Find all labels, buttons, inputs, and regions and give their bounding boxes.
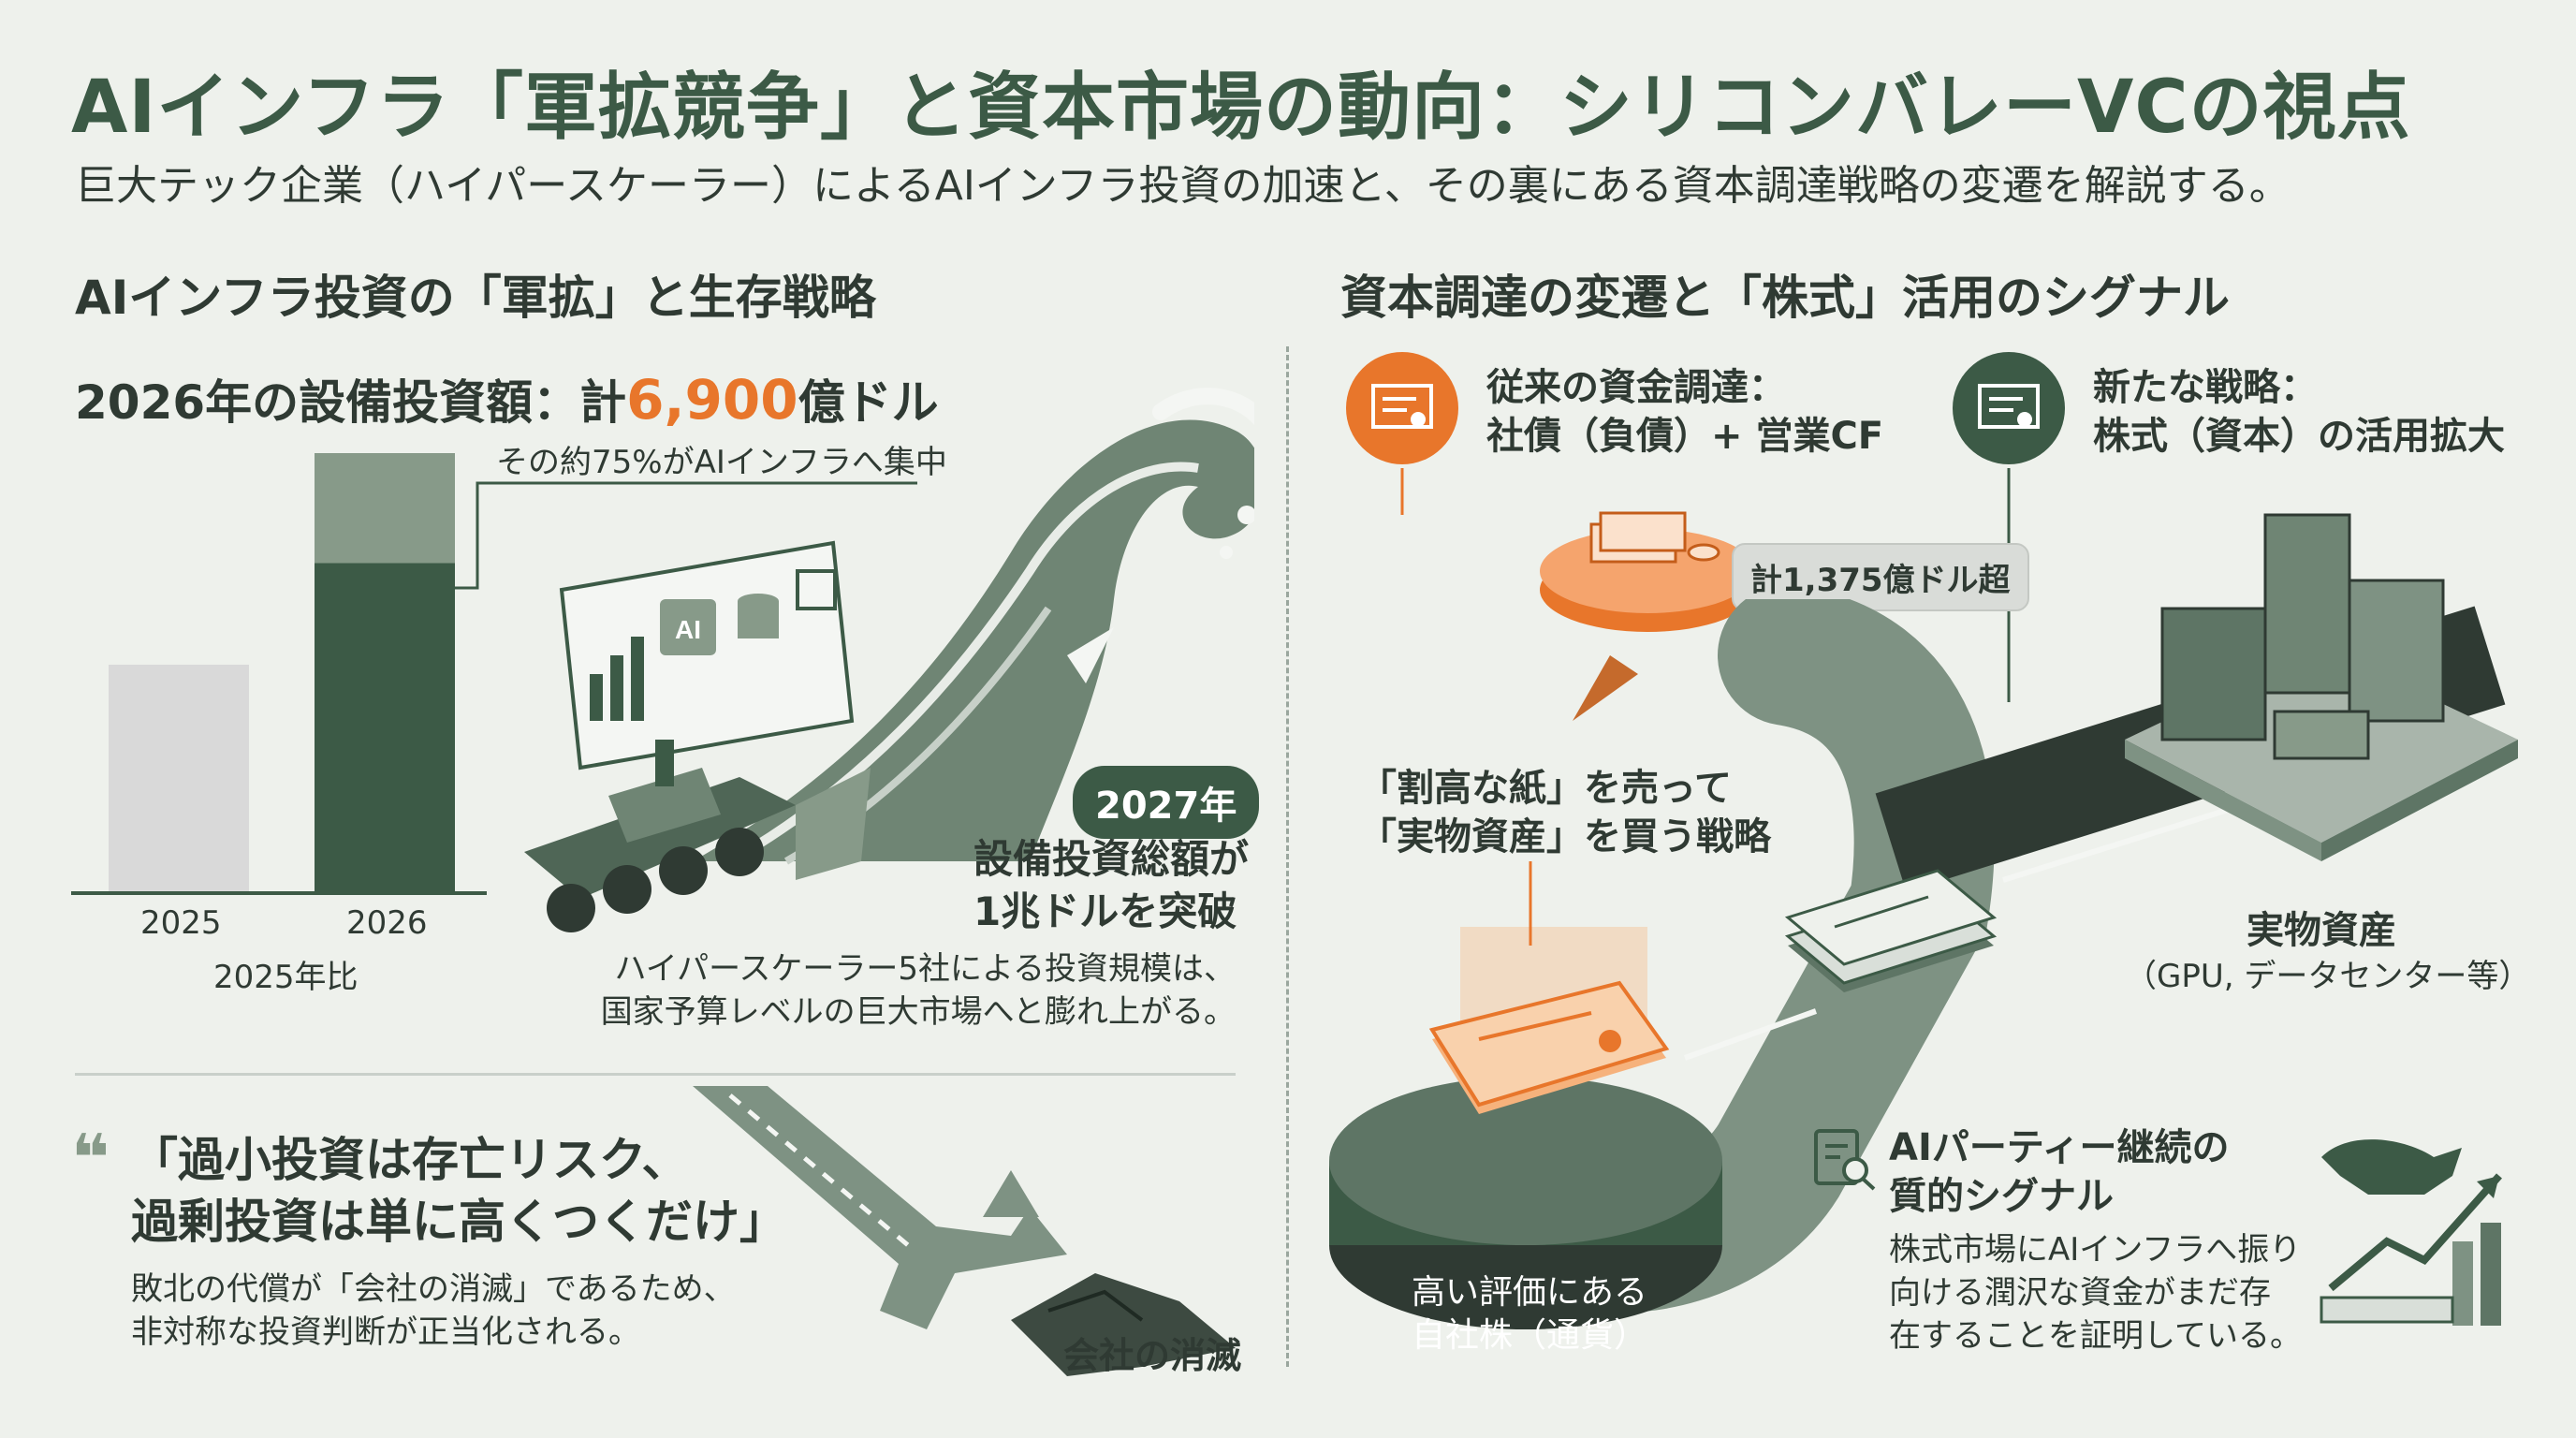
underinvestment-quote: 「過小投資は存亡リスク、 過剰投資は単に高くつくだけ」 <box>131 1129 786 1253</box>
stock-label: 高い評価にある 自社株（通貨） <box>1389 1271 1670 1357</box>
quote-line-2: 過剰投資は単に高くつくだけ」 <box>131 1195 786 1249</box>
road-split-crack-icon <box>693 1086 1236 1376</box>
signal-body-line-1: 株式市場にAIインフラへ振り <box>1889 1231 2302 1269</box>
glowing-certificates-icon <box>1428 927 1670 1114</box>
capex-headline: 2026年の設備投資額：計6,900億ドル <box>75 365 939 433</box>
buildings-icon <box>2125 513 2518 861</box>
strategy-quote: 「割高な紙」を売って 「実物資産」を買う戦略 <box>1359 764 1771 861</box>
money-stack-icon <box>1540 511 1755 632</box>
capex-body-line-1: ハイパースケーラー5社による投資規模は、 <box>614 950 1236 988</box>
right-section-heading: 資本調達の変遷と「株式」活用のシグナル <box>1340 271 2230 325</box>
bar-2026-ai-share <box>315 563 455 893</box>
quote-body-line-2: 非対称な投資判断が正当化される。 <box>131 1313 640 1351</box>
extinction-label: 会社の消滅 <box>1063 1335 1242 1376</box>
capex-1trillion-line-1: 設備投資総額が <box>973 836 1250 882</box>
new-strategy-certificate-icon <box>1953 352 2065 464</box>
paper-stack-icon <box>1784 869 1998 992</box>
bulldozer-icon <box>524 740 871 932</box>
new-strategy-line-1: 新たな戦略： <box>2093 366 2318 409</box>
screen-ai-label: AI <box>675 615 701 644</box>
chart-caption: 2025年比 <box>213 959 359 996</box>
page-title: AIインフラ「軍拡競争」と資本市場の動向：シリコンバレーVCの視点 <box>71 66 2411 150</box>
real-assets-subtitle: （GPU, データセンター等） <box>2125 958 2531 995</box>
signal-body-line-2: 向ける潤沢な資金がまだ存 <box>1889 1274 2271 1312</box>
stock-label-line-2: 自社株（通貨） <box>1411 1316 1647 1355</box>
real-assets-label: 実物資産 （GPU, データセンター等） <box>2125 906 2531 998</box>
callout-leader <box>449 481 917 590</box>
quote-line-1: 「過小投資は存亡リスク、 <box>131 1133 689 1187</box>
quote-mark-icon: ❝ <box>71 1120 110 1196</box>
year-2027-pill: 2027年 <box>1073 766 1260 839</box>
traditional-funding: 従来の資金調達： 社債（負債）+ 営業CF <box>1486 363 1883 461</box>
real-assets-title: 実物資産 <box>2247 909 2396 952</box>
quote-body-line-1: 敗北の代償が「会社の消滅」であるため、 <box>131 1270 736 1308</box>
signal-body: 株式市場にAIインフラへ振り 向ける潤沢な資金がまだ存 在することを証明している… <box>1889 1228 2302 1357</box>
strategy-quote-line-1: 「割高な紙」を売って <box>1359 767 1732 810</box>
dashboard-screen-icon: AI <box>559 540 855 770</box>
capex-value: 6,900 <box>626 368 798 432</box>
left-section-heading: AIインフラ投資の「軍拡」と生存戦略 <box>75 271 876 325</box>
capex-bar-chart <box>71 453 487 895</box>
section-divider <box>1286 346 1289 1367</box>
capex-suffix: 億ドル <box>798 375 939 430</box>
ai-share-callout: その約75%がAIインフラへ集中 <box>496 444 947 481</box>
traditional-funding-line-1: 従来の資金調達： <box>1486 366 1786 409</box>
bar-label-2026: 2026 <box>346 904 428 942</box>
bar-2025 <box>109 665 249 893</box>
search-document-icon <box>1814 1129 1876 1191</box>
strategy-leader <box>1529 861 1532 946</box>
traditional-funding-line-2: 社債（負債）+ 営業CF <box>1486 415 1884 458</box>
quote-body: 敗北の代償が「会社の消滅」であるため、 非対称な投資判断が正当化される。 <box>131 1268 736 1354</box>
bull-trend-icon <box>2320 1139 2502 1326</box>
stock-label-line-1: 高い評価にある <box>1411 1273 1647 1312</box>
new-strategy: 新たな戦略： 株式（資本）の活用拡大 <box>2093 363 2505 461</box>
strategy-quote-line-2: 「実物資産」を買う戦略 <box>1359 815 1771 858</box>
signal-body-line-3: 在することを証明している。 <box>1889 1317 2302 1355</box>
capex-1trillion-line-2: 1兆ドルを突破 <box>973 888 1237 934</box>
signal-heading-line-1: AIパーティー継続の <box>1889 1126 2230 1169</box>
capex-prefix: 2026年の設備投資額：計 <box>75 375 627 430</box>
new-strategy-line-2: 株式（資本）の活用拡大 <box>2093 415 2505 458</box>
capex-1trillion-body: ハイパースケーラー5社による投資規模は、 国家予算レベルの巨大市場へと膨れ上がる… <box>599 947 1236 1034</box>
bar-label-2025: 2025 <box>140 904 222 942</box>
traditional-certificate-icon <box>1346 352 1458 464</box>
page-subtitle: 巨大テック企業（ハイパースケーラー）によるAIインフラ投資の加速と、その裏にある… <box>75 162 2291 210</box>
left-divider <box>75 1073 1236 1076</box>
signal-heading: AIパーティー継続の 質的シグナル <box>1889 1123 2229 1221</box>
capex-body-line-2: 国家予算レベルの巨大市場へと膨れ上がる。 <box>600 993 1236 1031</box>
bar-2026-other <box>315 453 455 564</box>
signal-heading-line-2: 質的シグナル <box>1889 1175 2114 1218</box>
capex-1trillion-heading: 設備投資総額が 1兆ドルを突破 <box>973 833 1250 938</box>
